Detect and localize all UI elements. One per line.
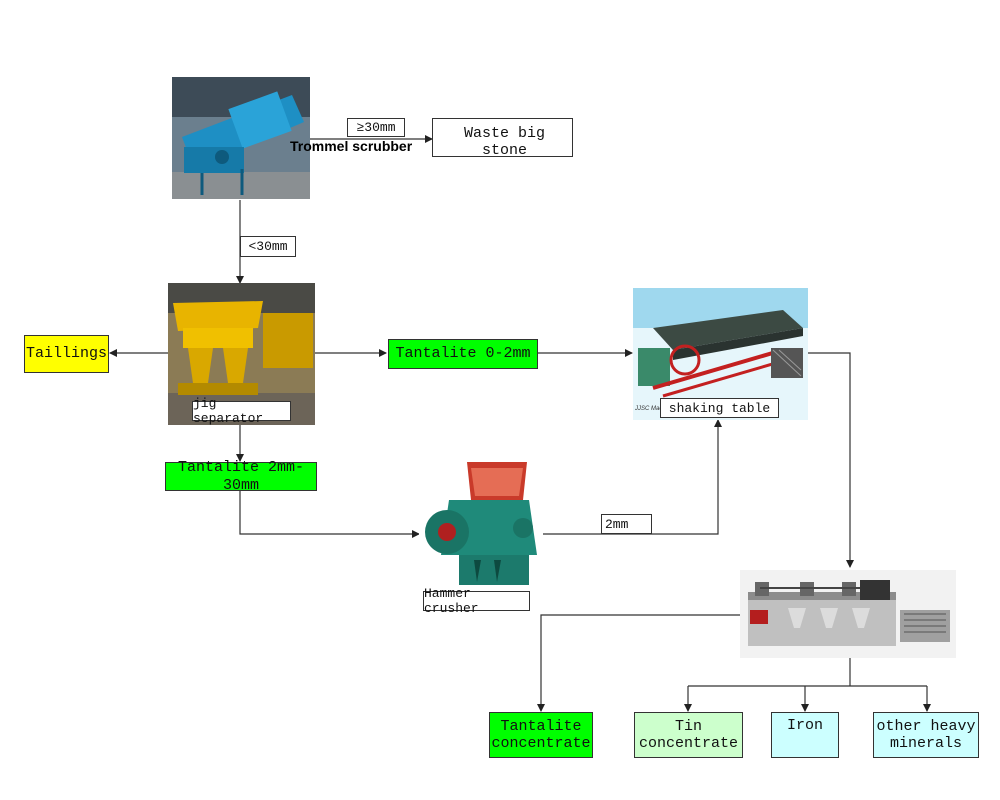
arrow-tant-coarse-to-hammer bbox=[239, 490, 420, 538]
jig-separator-caption: jig separator bbox=[192, 396, 291, 426]
tantalite-0-2mm-box: Tantalite 0-2mm bbox=[388, 339, 538, 369]
size-over-30mm-label: ≥30mm bbox=[347, 118, 405, 137]
waste-big-stone-box: Waste big stone bbox=[432, 118, 573, 159]
arrow-magnetic-to-tant-conc bbox=[537, 614, 740, 712]
hammer-crusher-caption: Hammer crusher bbox=[423, 586, 530, 616]
tin-concentrate-box: Tin concentrate bbox=[634, 712, 743, 758]
arrow-table-to-magnetic bbox=[808, 352, 854, 568]
iron-box: Iron bbox=[771, 712, 839, 758]
tantalite-2mm-30mm-box: Tantalite 2mm-30mm bbox=[165, 459, 317, 494]
trommel-caption: Trommel scrubber bbox=[290, 138, 413, 154]
trommel-scrubber-photo bbox=[172, 77, 310, 199]
table-brand-text: JJSC Mac bbox=[635, 406, 663, 412]
shaking-table-caption: shaking table bbox=[660, 398, 779, 418]
other-heavy-minerals-box: other heavy minerals bbox=[873, 712, 979, 758]
hammer-crusher-photo bbox=[419, 460, 543, 590]
size-under-30mm-label: <30mm bbox=[240, 236, 296, 257]
size-2mm-label: 2mm bbox=[601, 514, 652, 534]
magnetic-separator-photo bbox=[740, 570, 956, 658]
tailings-box: Taillings bbox=[24, 335, 109, 373]
tantalite-concentrate-box: Tantalite concentrate bbox=[489, 712, 593, 758]
arrow-hammer-to-table bbox=[543, 419, 722, 535]
